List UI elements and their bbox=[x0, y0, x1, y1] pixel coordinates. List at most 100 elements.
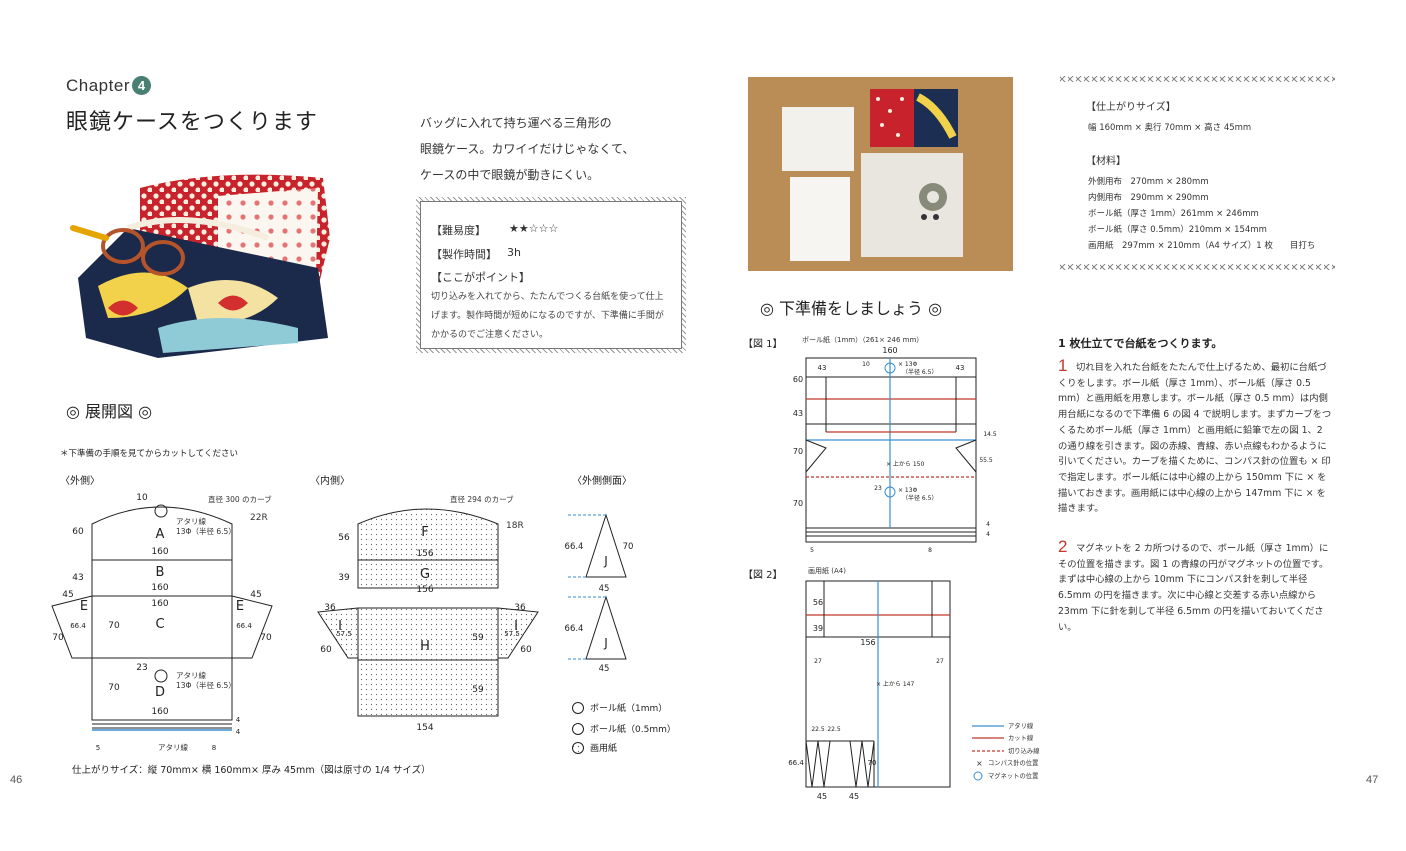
difficulty-stars: ★★☆☆☆ bbox=[509, 222, 559, 235]
svg-text:アタリ線: アタリ線 bbox=[158, 742, 188, 752]
svg-text:マグネットの位置: マグネットの位置 bbox=[988, 771, 1038, 780]
svg-text:160: 160 bbox=[151, 547, 168, 557]
svg-text:70: 70 bbox=[623, 542, 634, 552]
size-label: 【仕上がりサイズ】 bbox=[1086, 102, 1176, 113]
material-5: 画用紙 297mm × 210mm（A4 サイズ）1 枚 目打ち bbox=[1088, 241, 1316, 251]
svg-text:43: 43 bbox=[793, 409, 803, 418]
svg-text:43: 43 bbox=[956, 364, 965, 372]
tenkaizu-note: ＊下準備の手順を見てからカットしてください bbox=[60, 449, 238, 459]
time-value: 3h bbox=[507, 246, 521, 259]
side-panel-j-bottom: J bbox=[603, 636, 608, 650]
svg-text:45: 45 bbox=[250, 590, 261, 600]
svg-text:23: 23 bbox=[874, 485, 882, 492]
svg-text:55.5: 55.5 bbox=[979, 457, 993, 464]
svg-text:アタリ線: アタリ線 bbox=[1008, 721, 1034, 730]
point-text: 切り込みを入れてから、たたんでつくる台紙を使って仕上げます。製作時間が短めになる… bbox=[431, 292, 664, 340]
svg-text:156: 156 bbox=[416, 585, 433, 595]
figure-1-diagram: 160 43 43 10 60 43 70 70 23 14.5 55.5 4 … bbox=[780, 344, 1000, 554]
svg-text:70: 70 bbox=[108, 683, 120, 693]
svg-text:39: 39 bbox=[338, 573, 350, 583]
material-3: ボール紙（厚さ 1mm）261mm × 246mm bbox=[1088, 209, 1259, 219]
svg-text:22.5: 22.5 bbox=[811, 726, 825, 733]
svg-text:ボール紙（1mm）: ボール紙（1mm） bbox=[590, 702, 667, 714]
svg-text:57.5: 57.5 bbox=[504, 630, 520, 638]
finish-size-caption: 仕上がりサイズ：縦 70mm× 横 160mm× 厚み 45mm（図は原寸の 1… bbox=[72, 765, 431, 776]
inner-pattern-diagram: F G H I I 156 156 56 39 36 36 57.5 57.5 … bbox=[300, 488, 560, 738]
svg-text:66.4: 66.4 bbox=[565, 624, 584, 634]
outer-panel-a: A bbox=[156, 527, 165, 542]
svg-text:8: 8 bbox=[212, 744, 216, 752]
svg-text:8: 8 bbox=[928, 547, 932, 554]
svg-text:14.5: 14.5 bbox=[983, 431, 997, 438]
svg-text:5: 5 bbox=[810, 547, 814, 554]
svg-text:× 13Φ: × 13Φ bbox=[898, 487, 918, 494]
side-pattern-diagram: J J 66.4 66.4 70 45 45 bbox=[560, 505, 650, 675]
svg-text:60: 60 bbox=[320, 645, 332, 655]
svg-text:13Φ（半径 6.5）: 13Φ（半径 6.5） bbox=[176, 680, 236, 690]
svg-text:（半径 6.5）: （半径 6.5） bbox=[902, 494, 937, 502]
specs-top-border bbox=[1060, 76, 1335, 82]
svg-text:アタリ線: アタリ線 bbox=[176, 516, 206, 526]
chapter-label: Chapter bbox=[66, 76, 130, 95]
step-2-number: 2 bbox=[1058, 537, 1068, 556]
inner-panel-h: H bbox=[420, 639, 430, 654]
svg-text:切り込み線: 切り込み線 bbox=[1008, 746, 1040, 755]
svg-text:70: 70 bbox=[868, 759, 877, 767]
material-legend: ボール紙（1mm） ボール紙（0.5mm） 画用紙 bbox=[572, 700, 692, 760]
svg-text:156: 156 bbox=[860, 638, 875, 647]
svg-text:156: 156 bbox=[416, 549, 433, 559]
svg-text:60: 60 bbox=[793, 375, 803, 384]
steps-heading: 1 枚仕立てで台紙をつくります。 bbox=[1058, 337, 1223, 350]
outer-panel-e-right: E bbox=[236, 599, 244, 614]
svg-text:43: 43 bbox=[818, 364, 827, 372]
svg-text:45: 45 bbox=[817, 792, 827, 801]
svg-text:59: 59 bbox=[472, 685, 484, 695]
svg-text:（半径 6.5）: （半径 6.5） bbox=[902, 368, 937, 376]
fig2-label: 【図 2】 bbox=[743, 570, 783, 581]
svg-text:13Φ（半径 6.5）: 13Φ（半径 6.5） bbox=[176, 526, 236, 536]
intro-line-1: バッグに入れて持ち運べる三角形の bbox=[420, 116, 612, 130]
svg-text:4: 4 bbox=[986, 521, 990, 528]
tenkaizu-title: ◎ 展開図 ◎ bbox=[66, 402, 153, 421]
svg-text:4: 4 bbox=[236, 716, 241, 724]
difficulty-label: 【難易度】 bbox=[431, 224, 486, 237]
inner-panel-f: F bbox=[421, 525, 428, 540]
svg-text:60: 60 bbox=[72, 527, 84, 537]
svg-text:66.4: 66.4 bbox=[70, 622, 86, 630]
svg-text:× 上から 147: × 上から 147 bbox=[876, 680, 914, 688]
chapter-number-badge: 4 bbox=[132, 76, 151, 95]
svg-text:57.5: 57.5 bbox=[336, 630, 352, 638]
svg-text:コンパス針の位置: コンパス針の位置 bbox=[988, 758, 1038, 767]
inner-panel-i-right: I bbox=[514, 619, 518, 634]
materials-label: 【材料】 bbox=[1086, 156, 1126, 167]
svg-text:70: 70 bbox=[52, 633, 64, 643]
svg-text:66.4: 66.4 bbox=[565, 542, 584, 552]
svg-text:カット線: カット線 bbox=[1008, 733, 1034, 742]
svg-text:直径 294 のカーブ: 直径 294 のカーブ bbox=[450, 494, 514, 504]
outer-pattern-diagram: A B C D E E 160 160 160 160 10 60 43 70 … bbox=[30, 488, 290, 758]
svg-text:45: 45 bbox=[599, 584, 610, 594]
intro-line-3: ケースの中で眼鏡が動きにくい。 bbox=[420, 168, 600, 182]
svg-text:22R: 22R bbox=[250, 513, 268, 523]
page-number-left: 46 bbox=[10, 774, 23, 786]
svg-text:45: 45 bbox=[62, 590, 73, 600]
svg-text:18R: 18R bbox=[506, 521, 524, 531]
outer-label: 〈外側〉 bbox=[60, 476, 100, 487]
svg-text:154: 154 bbox=[416, 723, 433, 733]
outer-side-label: 〈外側側面〉 bbox=[572, 476, 632, 487]
line-legend: × アタリ線 カット線 切り込み線 コンパス針の位置 マグネットの位置 bbox=[970, 720, 1060, 788]
material-1: 外側用布 270mm × 280mm bbox=[1088, 177, 1209, 187]
figure-2-diagram: 56 39 156 27 27 22.5 22.5 66.4 70 45 45 … bbox=[780, 575, 960, 805]
svg-text:70: 70 bbox=[793, 447, 803, 456]
fig2-caption: 画用紙 (A4) bbox=[808, 567, 846, 575]
intro-line-2: 眼鏡ケース。カワイイだけじゃなくて、 bbox=[420, 142, 635, 156]
preparation-title: ◎ 下準備をしましょう ◎ bbox=[760, 299, 943, 318]
svg-text:5: 5 bbox=[96, 744, 100, 752]
intro-text: バッグに入れて持ち運べる三角形の 眼鏡ケース。カワイイだけじゃなくて、 ケースの… bbox=[420, 110, 680, 188]
material-4: ボール紙（厚さ 0.5mm）210mm × 154mm bbox=[1088, 225, 1267, 235]
svg-text:39: 39 bbox=[813, 624, 823, 633]
glasses-case-photo bbox=[68, 168, 336, 366]
svg-text:70: 70 bbox=[793, 499, 803, 508]
svg-text:10: 10 bbox=[136, 493, 148, 503]
outer-panel-c: C bbox=[155, 617, 164, 632]
